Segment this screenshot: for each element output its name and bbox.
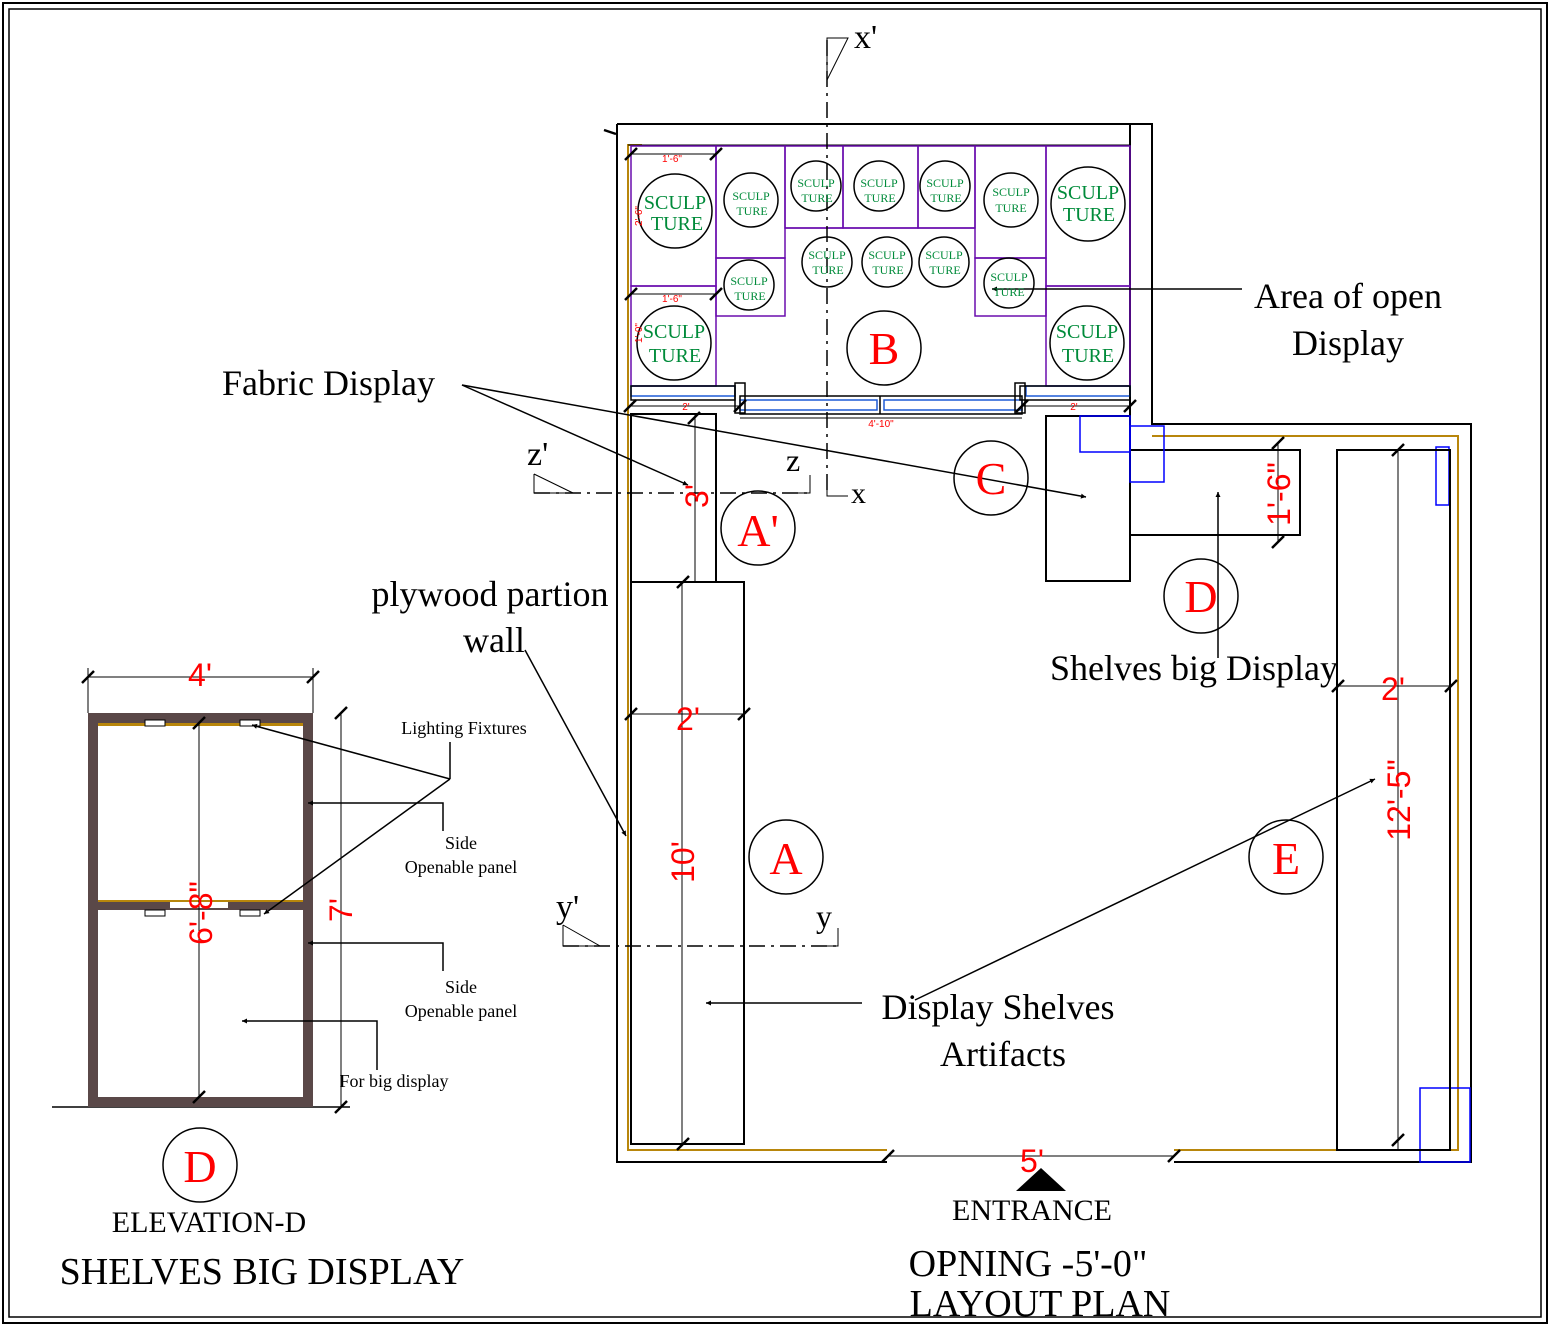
sculpture-label-l1: SCULP (992, 185, 1030, 199)
dim-2-6: 2'-6" (634, 206, 645, 226)
section-mark-z: z (786, 442, 800, 478)
zone-label-a: A (769, 833, 802, 884)
sculpture-label-l1: SCULP (797, 176, 835, 190)
section-mark-z-prime: z' (527, 436, 548, 473)
zone-label-b: B (869, 323, 900, 374)
sculpture-label-l1: SCULP (643, 321, 705, 343)
section-mark-x: x (851, 477, 866, 510)
section-mark-y: y (816, 898, 832, 934)
sculpture-label-l2: TURE (1062, 345, 1114, 367)
label-opening: OPNING -5'-0" (909, 1243, 1148, 1285)
sculpture-circles (636, 160, 1126, 381)
leader-arrows (461, 286, 1376, 1006)
sculpture-label-l2: TURE (801, 191, 832, 205)
sculpture-label-l2: TURE (929, 263, 960, 277)
label-plywood-2: wall (463, 620, 525, 660)
zone-label-a-prime: A' (737, 505, 779, 556)
dim-10: 10' (665, 841, 701, 883)
label-openable-1: Openable panel (405, 857, 517, 877)
label-plywood-1: plywood partion (372, 574, 609, 614)
sculpture-label-l1: SCULP (860, 176, 898, 190)
label-display-shelves-2: Artifacts (940, 1034, 1066, 1074)
dim-5: 5' (1020, 1143, 1044, 1179)
label-shelves-big: Shelves big Display (1050, 648, 1338, 688)
label-display-shelves-1: Display Shelves (882, 987, 1115, 1027)
dim-1-0: 1'-0" (634, 323, 645, 343)
sculpture-label-l1: SCULP (644, 192, 706, 214)
elev-dim-outer-height: 7' (323, 898, 359, 922)
sculpture-grid (630, 145, 1131, 387)
entrance-marker (1016, 1168, 1066, 1191)
sculpture-label-l1: SCULP (868, 248, 906, 262)
sculpture-label-l1: SCULP (1056, 321, 1118, 343)
sculpture-label-l2: TURE (649, 345, 701, 367)
sculpture-label-l2: TURE (1063, 204, 1115, 226)
label-side-1: Side (445, 833, 477, 853)
section-lines (533, 37, 849, 947)
dim-1-6-mid: 1'-6" (662, 294, 682, 305)
label-side-2: Side (445, 977, 477, 997)
label-open-display-2: Display (1292, 323, 1404, 363)
sculpture-label-l2: TURE (651, 213, 703, 235)
shelf-e (1336, 449, 1451, 1151)
label-for-big-display: For big display (339, 1071, 448, 1091)
label-fabric-display: Fabric Display (222, 363, 435, 403)
sculpture-label-l2: TURE (864, 191, 895, 205)
sculpture-label-l1: SCULP (732, 189, 770, 203)
dimension-labels: 1'-6" 2'-6" 1'-6" 1'-0" 2' 4'-10" 2' 3' … (183, 154, 1417, 1179)
elev-dim-inner-height: 6'-8" (183, 881, 219, 945)
zone-label-elevation-d: D (183, 1141, 216, 1192)
section-mark-y-prime: y' (556, 889, 579, 926)
zone-circles (162, 310, 1324, 1203)
dim-2-shelf-e: 2' (1381, 671, 1405, 707)
dim-2-right: 2' (1070, 402, 1078, 413)
section-mark-x-prime: x' (854, 19, 877, 56)
sculpture-label-l1: SCULP (925, 248, 963, 262)
label-entrance: ENTRANCE (952, 1194, 1112, 1227)
dim-1-6-top: 1'-6" (662, 154, 682, 165)
sculpture-label-l2: TURE (812, 263, 843, 277)
sculpture-label-l1: SCULP (1057, 182, 1119, 204)
sculpture-label-l1: SCULP (990, 270, 1028, 284)
shelf-a (630, 581, 745, 1145)
dim-3: 3' (679, 484, 715, 508)
sculpture-label-l2: TURE (872, 263, 903, 277)
annotations: Fabric Display Area of open Display plyw… (222, 276, 1442, 1325)
dim-2-left: 2' (682, 402, 690, 413)
sculpture-label-l1: SCULP (730, 274, 768, 288)
dim-2-shelf-a: 2' (676, 701, 700, 737)
label-lighting-fixtures: Lighting Fixtures (401, 718, 527, 738)
sculpture-labels: SCULP TURE SCULP TURE SCULP TURE SCULP T… (643, 176, 1119, 367)
label-open-display-1: Area of open (1254, 276, 1442, 316)
title-shelves-big-display: SHELVES BIG DISPLAY (60, 1251, 465, 1293)
dim-4-10: 4'-10" (868, 419, 894, 430)
zone-label-d: D (1184, 571, 1217, 622)
sculpture-label-l1: SCULP (808, 248, 846, 262)
sculpture-label-l2: TURE (734, 289, 765, 303)
elevation-labels: Lighting Fixtures Side Openable panel Si… (60, 718, 527, 1293)
sculpture-label-l2: TURE (930, 191, 961, 205)
sculpture-label-l2: TURE (736, 204, 767, 218)
elevation-d (52, 668, 451, 1114)
title-layout-plan: LAYOUT PLAN (910, 1283, 1171, 1325)
label-openable-2: Openable panel (405, 1001, 517, 1021)
sculpture-label-l2: TURE (995, 201, 1026, 215)
zone-label-e: E (1272, 833, 1300, 884)
title-elevation-d: ELEVATION-D (112, 1206, 306, 1239)
zone-label-c: C (976, 453, 1007, 504)
elev-dim-width: 4' (188, 657, 212, 693)
sculpture-label-l2: TURE (993, 285, 1024, 299)
sculpture-label-l1: SCULP (926, 176, 964, 190)
dim-12-5: 12'-5" (1381, 759, 1417, 841)
dim-1-6-d: 1'-6" (1261, 462, 1297, 526)
